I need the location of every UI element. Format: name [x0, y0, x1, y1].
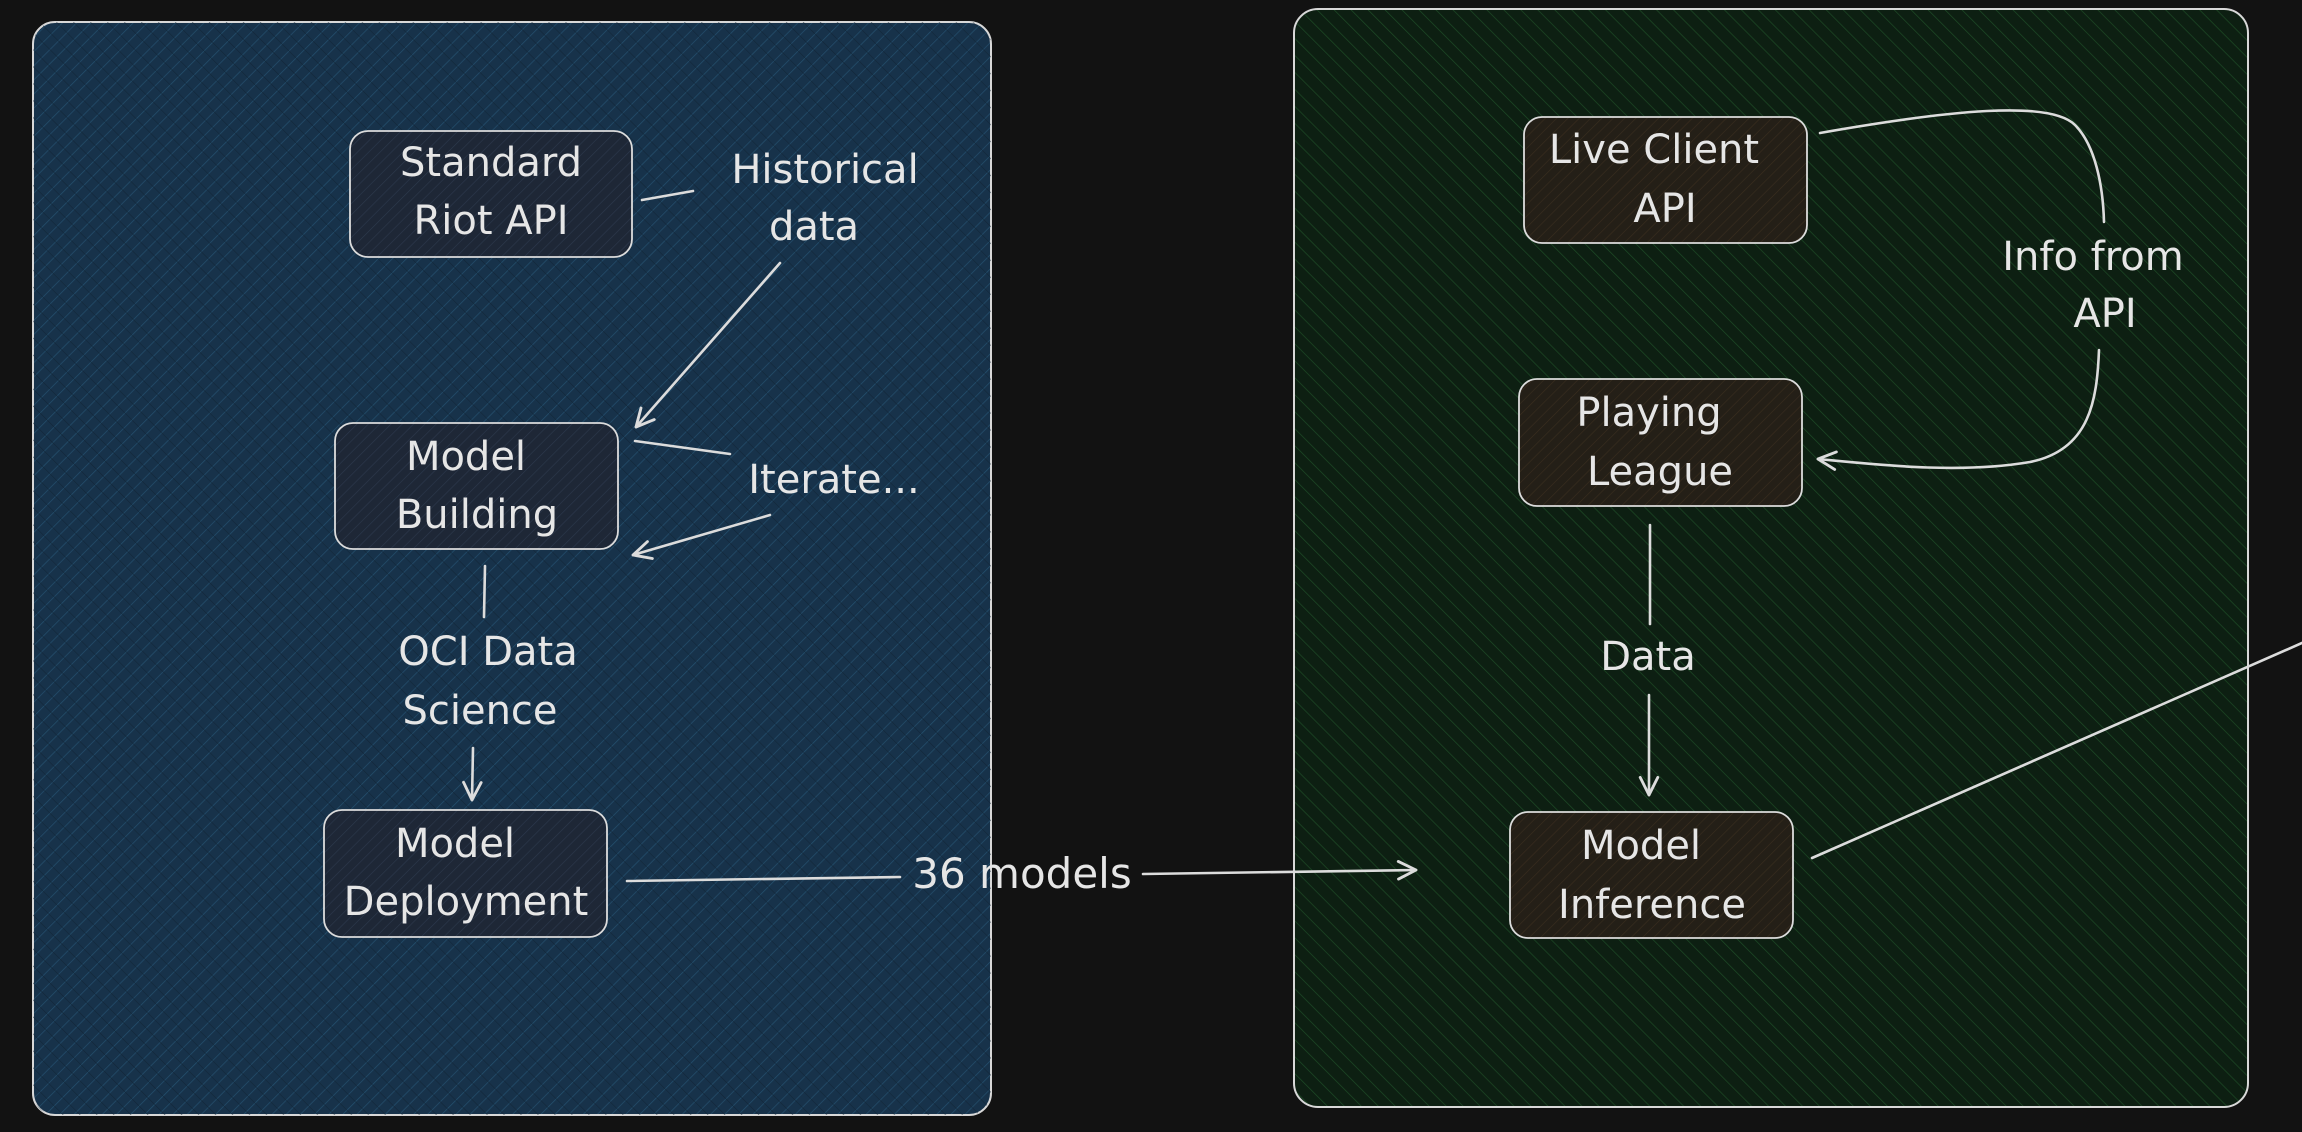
node-model-deployment-line2: Deployment — [344, 879, 589, 925]
node-playing-league-line2: League — [1587, 449, 1733, 495]
label-oci-line2: Science — [402, 688, 557, 734]
node-model-deployment: Model Deployment — [323, 809, 608, 938]
label-info-from-api-line1: Info from — [2002, 234, 2184, 280]
node-model-inference-line1: Model — [1581, 823, 1701, 869]
label-historical-data-line1: Historical — [731, 147, 918, 193]
node-playing-league-box — [1518, 378, 1803, 507]
node-model-deployment-line1: Model — [395, 821, 515, 867]
node-model-building-box — [334, 422, 619, 550]
label-historical-data-line2: data — [769, 204, 859, 250]
node-model-building: Model Building — [334, 422, 619, 550]
node-model-inference-box — [1509, 811, 1794, 939]
node-live-client-api: Live Client API — [1523, 116, 1808, 244]
node-standard-riot-api-line2: Riot API — [413, 198, 568, 244]
edge-live-client-to-info — [1818, 109, 2106, 224]
edge-model-inference-outgoing — [1810, 641, 2302, 860]
node-playing-league: Playing League — [1518, 378, 1803, 507]
edge-deployment-to-36-models — [625, 875, 902, 883]
label-oci-line1: OCI Data — [398, 629, 577, 675]
node-live-client-api-box — [1523, 116, 1808, 244]
node-live-client-api-line1: Live Client — [1549, 127, 1759, 173]
node-playing-league-line1: Playing — [1576, 390, 1721, 436]
arrow-36-models-to-inference — [1141, 860, 1418, 881]
label-iterate: Iterate... — [748, 457, 919, 503]
node-model-inference: Model Inference — [1509, 811, 1794, 939]
node-model-building-line2: Building — [396, 492, 558, 538]
arrow-historical-data-to-model-building — [634, 261, 782, 429]
arrow-info-to-playing-league — [1816, 348, 2101, 471]
label-36-models: 36 models — [912, 849, 1131, 898]
node-live-client-api-line2: API — [1633, 186, 1696, 232]
node-standard-riot-api-line1: Standard — [400, 140, 582, 186]
node-model-inference-line2: Inference — [1558, 882, 1746, 928]
node-model-deployment-box — [323, 809, 608, 938]
arrow-iterate-to-model-building — [631, 513, 772, 560]
node-model-building-line1: Model — [406, 434, 526, 480]
node-standard-riot-api-box — [349, 130, 633, 258]
label-info-from-api-line2: API — [2073, 291, 2136, 337]
edge-riot-api-to-historical-data — [640, 189, 695, 202]
label-historical-data: Historical data — [731, 147, 918, 250]
label-info-from-api: Info from API — [2002, 234, 2184, 337]
label-oci-data-science: OCI Data Science — [398, 629, 577, 734]
edge-model-building-to-oci — [482, 564, 487, 619]
edge-model-building-to-iterate — [633, 439, 732, 456]
node-standard-riot-api: Standard Riot API — [349, 130, 633, 258]
arrow-oci-to-model-deployment — [462, 746, 483, 802]
label-data: Data — [1600, 634, 1696, 680]
